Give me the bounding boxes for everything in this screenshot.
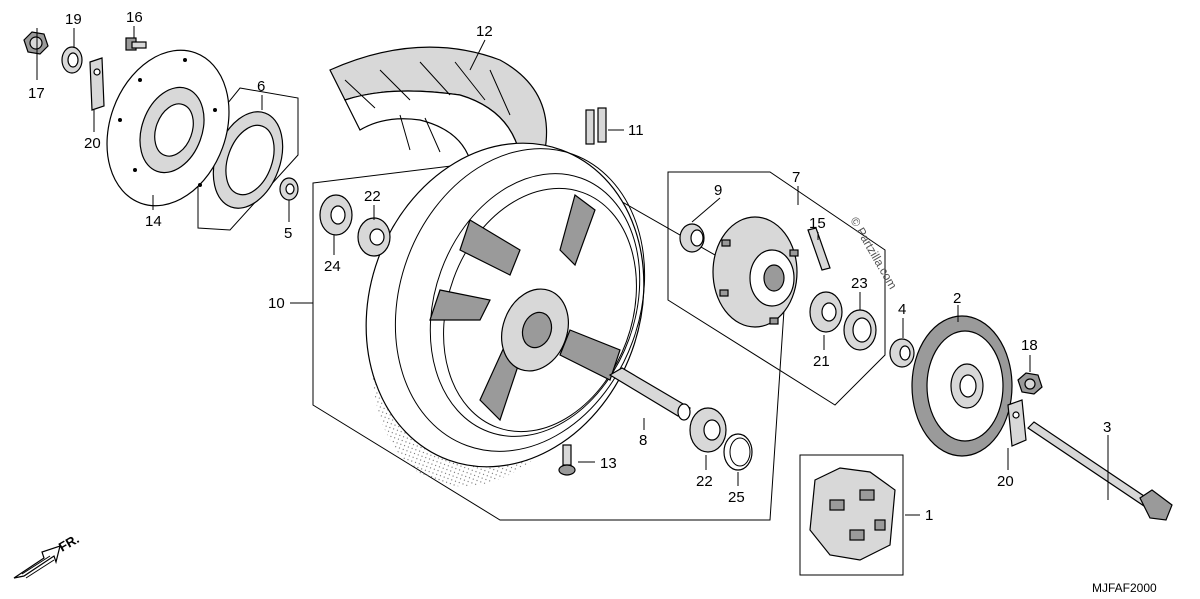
rear-wheel (365, 142, 646, 487)
driven-flange (712, 216, 799, 328)
bracket-20-right (1007, 399, 1027, 447)
callout-12: 12 (476, 23, 493, 40)
callout-13: 13 (600, 455, 617, 472)
collar (608, 367, 692, 421)
callout-3: 3 (1103, 419, 1111, 436)
callout-16: 16 (126, 9, 143, 26)
callout-5: 5 (284, 225, 292, 242)
callout-10: 10 (268, 295, 285, 312)
air-valve (558, 444, 595, 476)
callout-23: 23 (851, 275, 868, 292)
callout-1: 1 (925, 507, 933, 524)
callout-22-lower: 22 (696, 473, 713, 490)
callout-22-upper: 22 (364, 188, 381, 205)
callout-20-left: 20 (84, 135, 101, 152)
collar-9 (679, 223, 705, 253)
callout-20-right: 20 (997, 473, 1014, 490)
sprocket (911, 315, 1013, 457)
callout-17: 17 (28, 85, 45, 102)
callout-9: 9 (714, 182, 722, 199)
callout-11: 11 (628, 122, 644, 139)
seal-25 (723, 433, 753, 471)
callout-25: 25 (728, 489, 745, 506)
callout-21: 21 (813, 353, 830, 370)
damper-rubbers (809, 467, 896, 561)
callout-8: 8 (639, 432, 647, 449)
bearing-22-upper (357, 217, 391, 257)
front-direction-label: FR. (56, 531, 82, 554)
balance-weights (585, 107, 607, 145)
seal-23 (843, 309, 877, 351)
axle (1027, 421, 1173, 521)
damper-box (799, 454, 904, 576)
nut-17 (23, 31, 49, 55)
callout-15: 15 (809, 215, 826, 232)
callout-4: 4 (898, 301, 906, 318)
diagram-code: MJFAF2000 (1092, 581, 1157, 595)
callout-18: 18 (1021, 337, 1038, 354)
collar-5 (279, 177, 299, 201)
bearing-24 (319, 194, 353, 236)
front-direction-arrow: FR. (13, 531, 82, 579)
bearing-22-lower (689, 407, 727, 453)
callout-2: 2 (953, 290, 961, 307)
nut-18 (1017, 372, 1043, 395)
bracket-20-left (89, 57, 105, 111)
callout-7: 7 (792, 169, 800, 186)
callout-24: 24 (324, 258, 341, 275)
stud-15 (807, 227, 831, 271)
hub-assembly-box (667, 171, 886, 406)
bearing-21 (809, 291, 843, 333)
brake-disc (106, 49, 230, 207)
leader-lines (36, 26, 1109, 516)
washer-19 (61, 46, 83, 74)
sensor-ring (212, 111, 284, 209)
collar-4 (889, 338, 915, 368)
callout-14: 14 (145, 213, 162, 230)
callout-19: 19 (65, 11, 82, 28)
bolt-16 (125, 37, 147, 51)
callout-6: 6 (257, 78, 265, 95)
